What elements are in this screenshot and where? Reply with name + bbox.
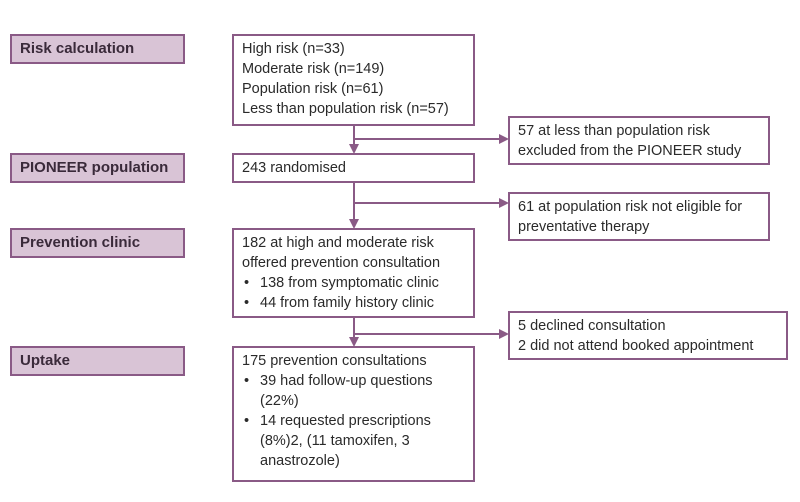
risk-line-high: High risk (n=33) [242,41,345,57]
clinic-bullet-family-history: 44 from family history clinic [242,293,465,313]
risk-line-less-than-population: Less than population risk (n=57) [242,101,449,117]
excluded-line-1: 57 at less than population risk [518,123,710,139]
uptake-line-1: 175 prevention consultations [242,353,427,369]
stage-label-risk-calculation: Risk calculation [10,34,185,64]
clinic-bullet-symptomatic: 138 from symptomatic clinic [242,273,465,293]
clinic-line-2: offered prevention consultation [242,255,441,271]
risk-line-moderate: Moderate risk (n=149) [242,61,385,77]
population-line: 243 randomised [242,160,346,176]
uptake-bullet-prescriptions-cont-2: anastrozole) [260,453,340,469]
population-box: 243 randomised [232,153,475,183]
excluded-box: 57 at less than population risk excluded… [508,116,770,165]
risk-line-population: Population risk (n=61) [242,81,384,97]
declined-line-2: 2 did not attend booked appointment [518,338,754,354]
not-eligible-line-1: 61 at population risk not eligible for [518,199,743,215]
declined-box: 5 declined consultation 2 did not attend… [508,311,788,360]
excluded-line-2: excluded from the PIONEER study [518,143,742,159]
uptake-bullet-followup-cont: (22%) [260,393,299,409]
declined-line-1: 5 declined consultation [518,318,666,334]
uptake-bullet-prescriptions: 14 requested prescriptions [242,411,465,431]
uptake-box: 175 prevention consultations 39 had foll… [232,346,475,482]
stage-label-pioneer-population: PIONEER population [10,153,185,183]
stage-label-uptake: Uptake [10,346,185,376]
uptake-bullet-prescriptions-cont-1: (8%)2, (11 tamoxifen, 3 [260,433,410,449]
stage-label-prevention-clinic: Prevention clinic [10,228,185,258]
uptake-bullet-followup: 39 had follow-up questions [242,371,465,391]
not-eligible-box: 61 at population risk not eligible for p… [508,192,770,241]
risk-box: High risk (n=33) Moderate risk (n=149) P… [232,34,475,126]
clinic-line-1: 182 at high and moderate risk [242,235,434,251]
clinic-box: 182 at high and moderate risk offered pr… [232,228,475,318]
not-eligible-line-2: preventative therapy [518,219,650,235]
